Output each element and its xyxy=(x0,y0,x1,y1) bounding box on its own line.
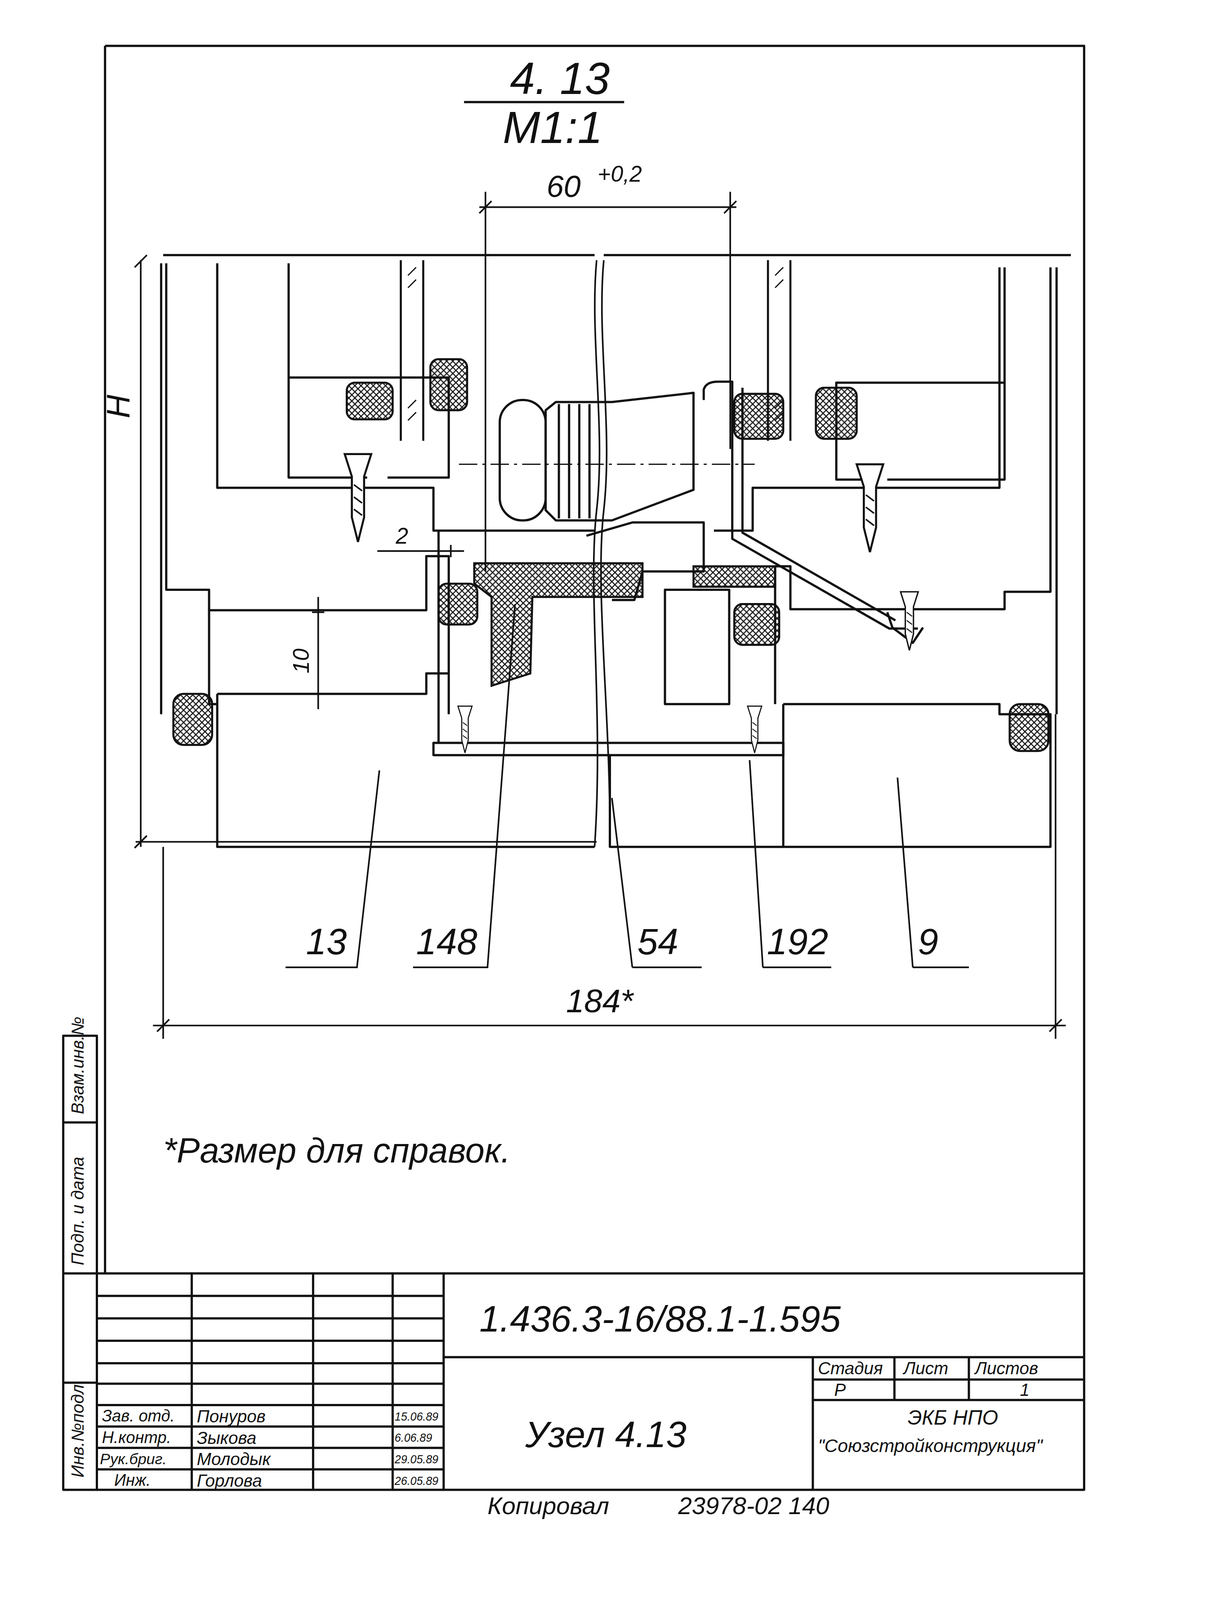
drawing-text: 54 xyxy=(637,923,679,961)
drawing-text: Копировал xyxy=(487,1493,610,1518)
drawing-text: Рук.бриг. xyxy=(99,1450,167,1467)
drawing-text: Листов xyxy=(975,1360,1039,1378)
drawing-text: 15.06.89 xyxy=(394,1410,439,1423)
drawing-text: 26.05.89 xyxy=(394,1475,439,1487)
drawing-text: 10 xyxy=(290,648,313,674)
drawing-text: Подп. и дата xyxy=(69,1156,87,1266)
drawing-text: Горлова xyxy=(196,1471,263,1490)
drawing-text: Инв.№подл. xyxy=(69,1379,87,1478)
drawing-text: 4. 13 xyxy=(509,56,610,102)
drawing-text: 29.05.89 xyxy=(394,1453,439,1465)
drawing-text: Лист xyxy=(903,1360,949,1378)
drawing-text: 192 xyxy=(767,923,829,961)
drawing-text: Зыкова xyxy=(196,1429,257,1447)
drawing-text: 1.436.3-16/88.1-1.595 xyxy=(479,1300,841,1338)
drawing-text: 13 xyxy=(306,923,348,961)
drawing-text: Молодык xyxy=(196,1450,271,1469)
drawing-text: ЭКБ НПО xyxy=(907,1406,999,1428)
drawing-text: 23978-02 140 xyxy=(677,1493,830,1518)
drawing-text: 2 xyxy=(395,525,409,549)
drawing-text: Р xyxy=(834,1381,847,1399)
drawing-text: Узел 4.13 xyxy=(525,1416,687,1454)
drawing-text: +0,2 xyxy=(597,163,643,186)
drawing-text: Понуров xyxy=(196,1407,266,1426)
drawing-text: Н.контр. xyxy=(102,1429,172,1446)
drawing-text: 60 xyxy=(546,171,581,202)
drawing-text: "Союзстройконструкция" xyxy=(817,1436,1043,1455)
drawing-text: 148 xyxy=(416,923,478,961)
drawing-text: *Размер для справок. xyxy=(163,1132,511,1168)
drawing-text: M1:1 xyxy=(502,105,603,151)
drawing-text: 9 xyxy=(918,923,939,961)
drawing-text: Взам.инв.№ xyxy=(69,1016,87,1115)
drawing-text: Инж. xyxy=(114,1471,151,1489)
drawing-text: Зав. отд. xyxy=(102,1407,175,1424)
drawing-text: H xyxy=(102,394,135,419)
drawing-text: 6.06.89 xyxy=(394,1432,433,1444)
drawing-text: Стадия xyxy=(817,1360,883,1378)
drawing-text: 1 xyxy=(1019,1381,1030,1399)
drawing-text: 184* xyxy=(566,984,634,1018)
